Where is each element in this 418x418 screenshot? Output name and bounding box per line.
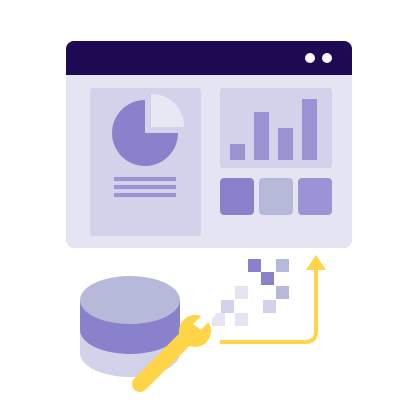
pie-chart-panel	[90, 88, 201, 236]
summary-tile	[298, 178, 332, 215]
pixel-cluster-icon	[212, 259, 289, 326]
bar-chart-panel	[220, 88, 332, 168]
bar-chart-bar	[230, 144, 245, 160]
summary-tile	[220, 178, 254, 215]
bar-chart-bar	[302, 99, 317, 160]
pie-chart	[112, 93, 185, 166]
bar-chart-bar	[254, 112, 269, 160]
window-titlebar	[66, 41, 352, 75]
bar-chart-bar	[278, 128, 293, 160]
dashboard-window	[66, 41, 352, 248]
arrow-up-icon	[220, 255, 326, 344]
text-line	[114, 177, 176, 181]
window-dot	[305, 53, 315, 63]
window-dot	[322, 53, 332, 63]
summary-tile	[259, 178, 293, 215]
pie-slice-main	[112, 100, 178, 166]
text-line	[114, 193, 176, 197]
wrench-icon	[132, 308, 216, 392]
text-line	[114, 185, 176, 189]
pie-slice-highlight	[151, 93, 185, 127]
